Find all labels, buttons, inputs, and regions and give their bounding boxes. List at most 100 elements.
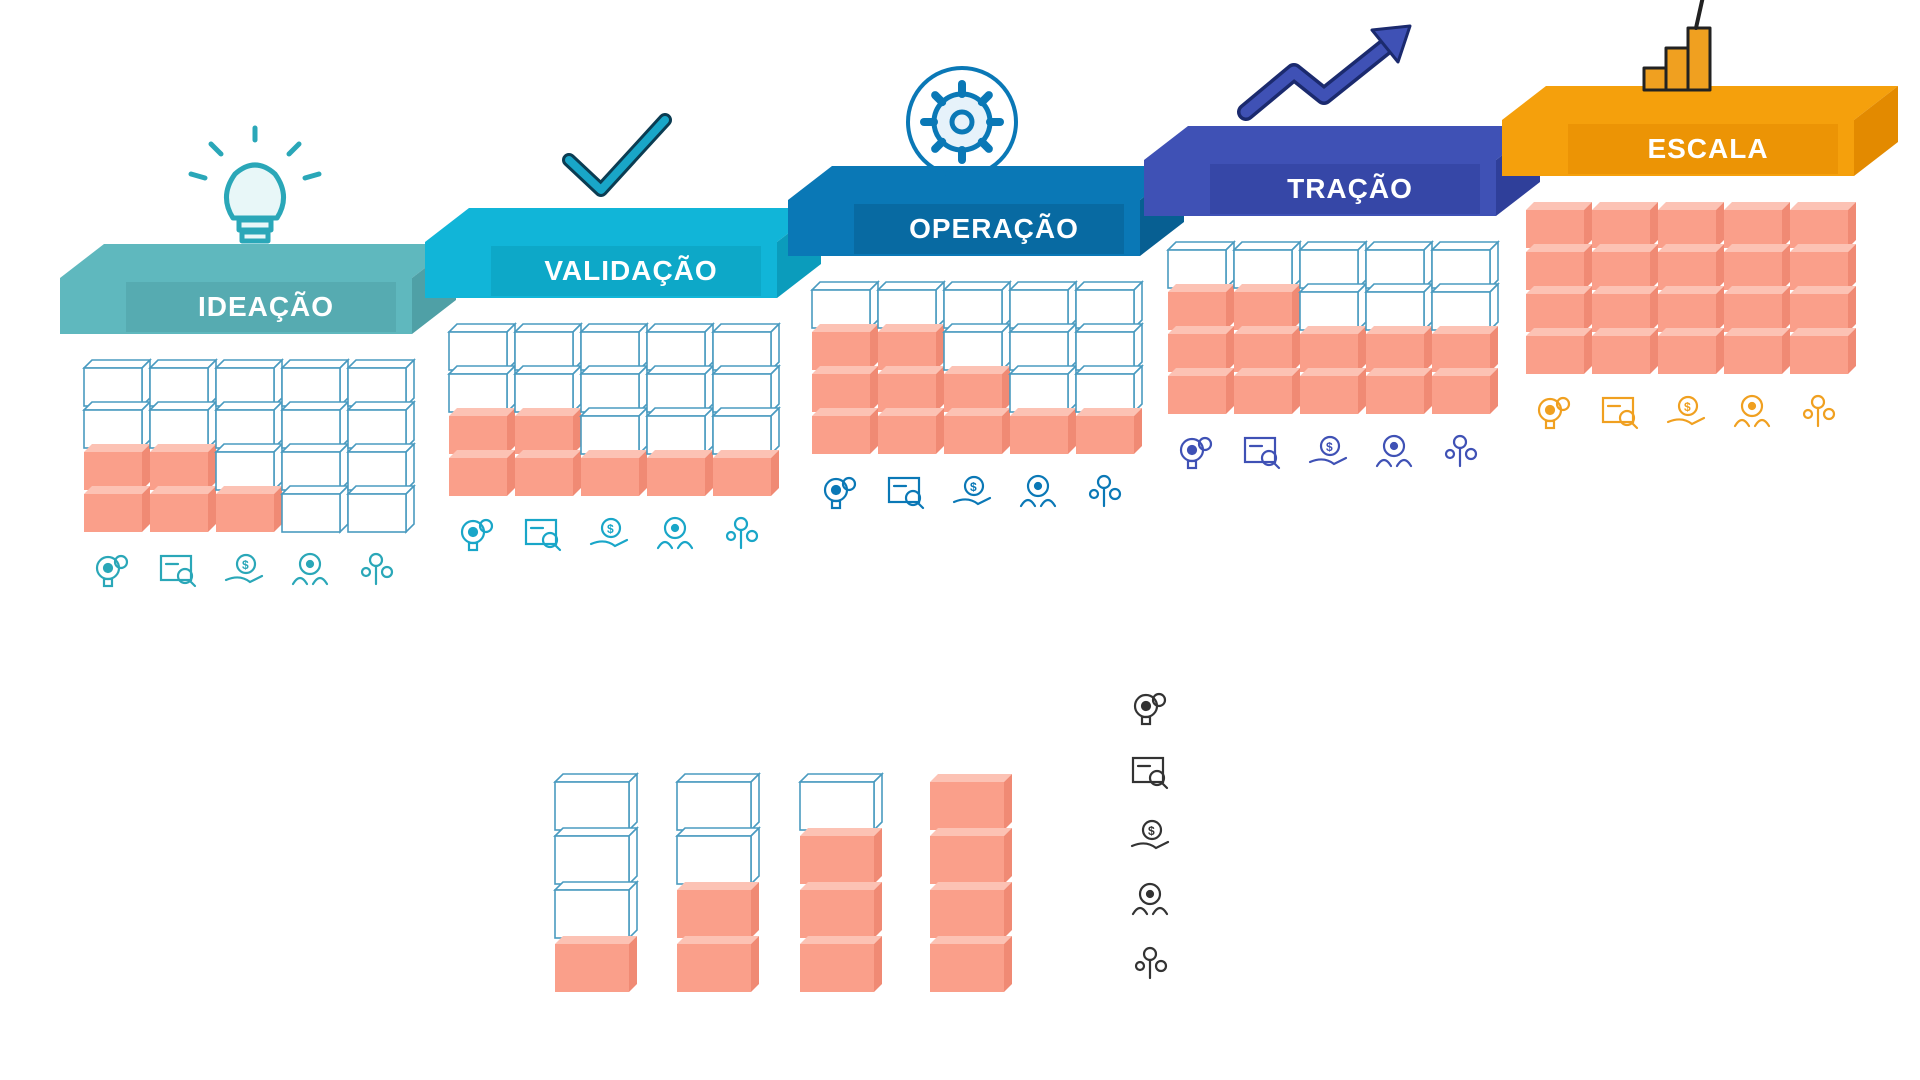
svg-text:$: $ [1148,824,1155,838]
legend-block [930,882,1012,938]
ideas-gear-icon [1179,436,1213,470]
pillar-block [346,484,416,534]
investment-idea-icon [1134,946,1168,980]
pillar-block [812,324,878,370]
slab-top [788,166,1184,200]
investment-idea-icon [725,516,759,550]
pillar-block [1300,326,1366,372]
pillar-block [346,442,416,492]
pillar-block [810,280,880,330]
checkmark-icon [562,113,672,197]
pillar-block [449,408,515,454]
label-band [1568,124,1838,174]
legend-block [677,936,759,992]
pillar-block [150,486,216,532]
pillar-block [346,400,416,450]
stage-escala: ESCALA$ [1502,0,1898,430]
team-gear-icon [291,552,329,586]
pillar-block [711,406,781,456]
pillar-block [645,364,715,414]
pillar-block [1724,202,1790,248]
summit-flag-icon [1642,0,1712,92]
pillar-block [280,484,350,534]
money-hand-icon: $ [1130,819,1170,850]
pillar-block [1234,284,1300,330]
slab-top [60,244,456,278]
pillar-block [447,322,517,372]
pillar-block [1724,244,1790,290]
pillar-block [581,450,647,496]
investment-idea-icon [1802,394,1836,428]
pillar-block [1168,284,1234,330]
pillar-block [1526,244,1592,290]
pillar-block [1010,408,1076,454]
pillar-block [647,450,713,496]
pillar-block [1234,326,1300,372]
pillar-block [1364,240,1434,290]
pillar-block [1432,368,1498,414]
pillar-block [1658,286,1724,332]
pillar-block [1008,322,1078,372]
investment-idea-icon [1088,474,1122,508]
pillar-block [1076,408,1142,454]
pillar-block [280,442,350,492]
ideas-gear-icon [95,554,129,588]
money-hand-icon: $ [952,475,992,506]
legend-column [675,772,761,992]
ideas-gear-icon [460,518,494,552]
pillar-block [1074,322,1144,372]
pillar-block [1526,328,1592,374]
pillar-block [82,400,152,450]
stage-label: VALIDAÇÃO [544,255,717,286]
pillar-block [1658,202,1724,248]
pillar-block [579,364,649,414]
pillar-block [1432,326,1498,372]
pillar-block [280,400,350,450]
pillar-block [1366,326,1432,372]
pillar-block [1074,280,1144,330]
pillar-block [1592,202,1658,248]
legend-block [800,828,882,884]
legend-column [930,774,1012,992]
pillar-block [1366,368,1432,414]
money-hand-icon: $ [589,517,629,548]
pillar-block [216,486,282,532]
pillar-block [579,322,649,372]
team-gear-icon [1375,434,1413,468]
pillar-block [944,366,1010,412]
pillar-block [579,406,649,456]
money-hand-icon: $ [1308,435,1348,466]
pillar-block [876,280,946,330]
pillar-block [280,358,350,408]
pillar-block [1008,280,1078,330]
pillar-block [449,450,515,496]
stage-ideacao: IDEAÇÃO$ [60,125,456,588]
legend-block [675,826,761,886]
pillar-block [1166,240,1236,290]
slab-side [1854,86,1898,176]
svg-text:$: $ [242,558,249,572]
pillar-block [1232,240,1302,290]
pillar-block [1526,286,1592,332]
investment-idea-icon [1444,434,1478,468]
analytics-report-icon [1601,396,1639,430]
pillar-block [346,358,416,408]
ideas-gear-icon [1537,396,1571,430]
legend-column [553,772,639,992]
legend-block [677,882,759,938]
label-band [491,246,761,296]
pillar-block [84,444,150,490]
legend-block [800,882,882,938]
stage-label: TRAÇÃO [1287,173,1413,204]
pillar-block [1168,326,1234,372]
pillar-block [1658,244,1724,290]
pillar-block [1298,282,1368,332]
svg-text:$: $ [1326,440,1333,454]
slab-top [1502,86,1898,120]
pillar-block [84,486,150,532]
pillar-block [713,450,779,496]
stage-tracao: TRAÇÃO $ [1144,24,1540,470]
analytics-report-icon [159,554,197,588]
legend-block [930,774,1012,830]
